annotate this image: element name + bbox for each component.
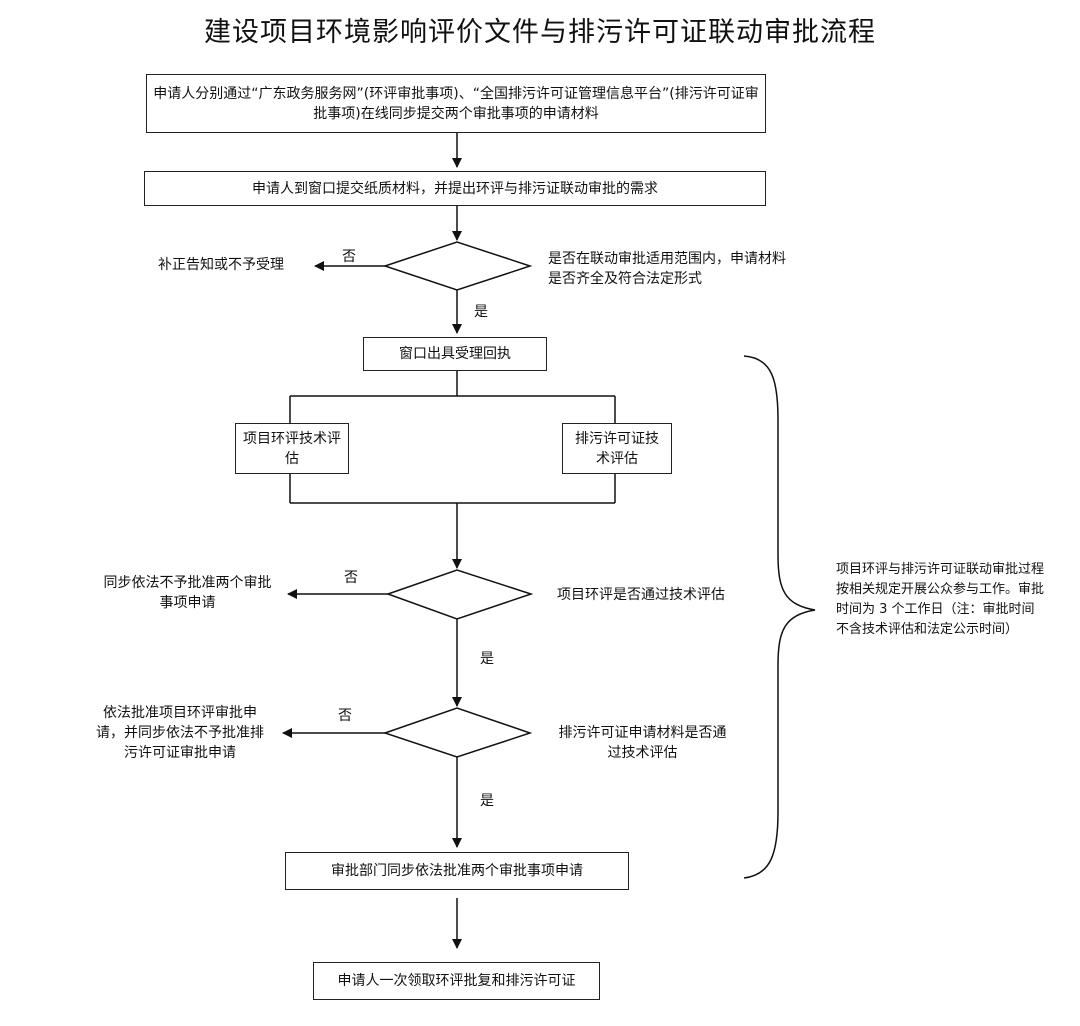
side-note: 项目环评与排污许可证联动审批过程按相关规定开展公众参与工作。审批时间为 3 个工…: [836, 562, 1045, 637]
step-approve-both: 审批部门同步依法批准两个审批事项申请: [285, 852, 629, 890]
decision2-no-result: 同步依法不予批准两个审批事项申请: [103, 575, 272, 611]
decision2-no-label: 否: [344, 570, 358, 586]
step-receipt: 窗口出具受理回执: [363, 337, 547, 371]
decision1-question: 是否在联动审批适用范围内，申请材料是否齐全及符合法定形式: [548, 251, 786, 287]
decision-diamond-2: [385, 569, 534, 620]
decision2-question: 项目环评是否通过技术评估: [557, 587, 725, 603]
step-eval-permit: 排污许可证技术评估: [562, 423, 672, 474]
decision3-no-result: 依法批准项目环评审批申请，并同步依法不予批准排污许可证审批申请: [96, 705, 264, 761]
step-collect: 申请人一次领取环评批复和排污许可证: [313, 962, 600, 1000]
decision-diamond-1: [382, 241, 533, 291]
decision3-no-label: 否: [338, 708, 352, 724]
step-submit-paper: 申请人到窗口提交纸质材料，并提出环评与排污证联动审批的需求: [144, 171, 766, 206]
decision3-question: 排污许可证申请材料是否通过技术评估: [558, 725, 727, 761]
decision1-no-label: 否: [342, 249, 356, 265]
decision-diamond-3: [382, 707, 533, 758]
decision1-yes-label: 是: [474, 304, 488, 320]
step-eval-eia: 项目环评技术评估: [235, 423, 349, 474]
page-title: 建设项目环境影响评价文件与排污许可证联动审批流程: [204, 17, 876, 48]
step-submit-online: 申请人分别通过“广东政务服务网”(环评审批事项)、“全国排污许可证管理信息平台”…: [146, 74, 766, 133]
decision1-no-result: 补正告知或不予受理: [158, 257, 284, 273]
decision3-yes-label: 是: [480, 793, 494, 809]
decision2-yes-label: 是: [480, 651, 494, 667]
right-brace: [743, 355, 816, 879]
